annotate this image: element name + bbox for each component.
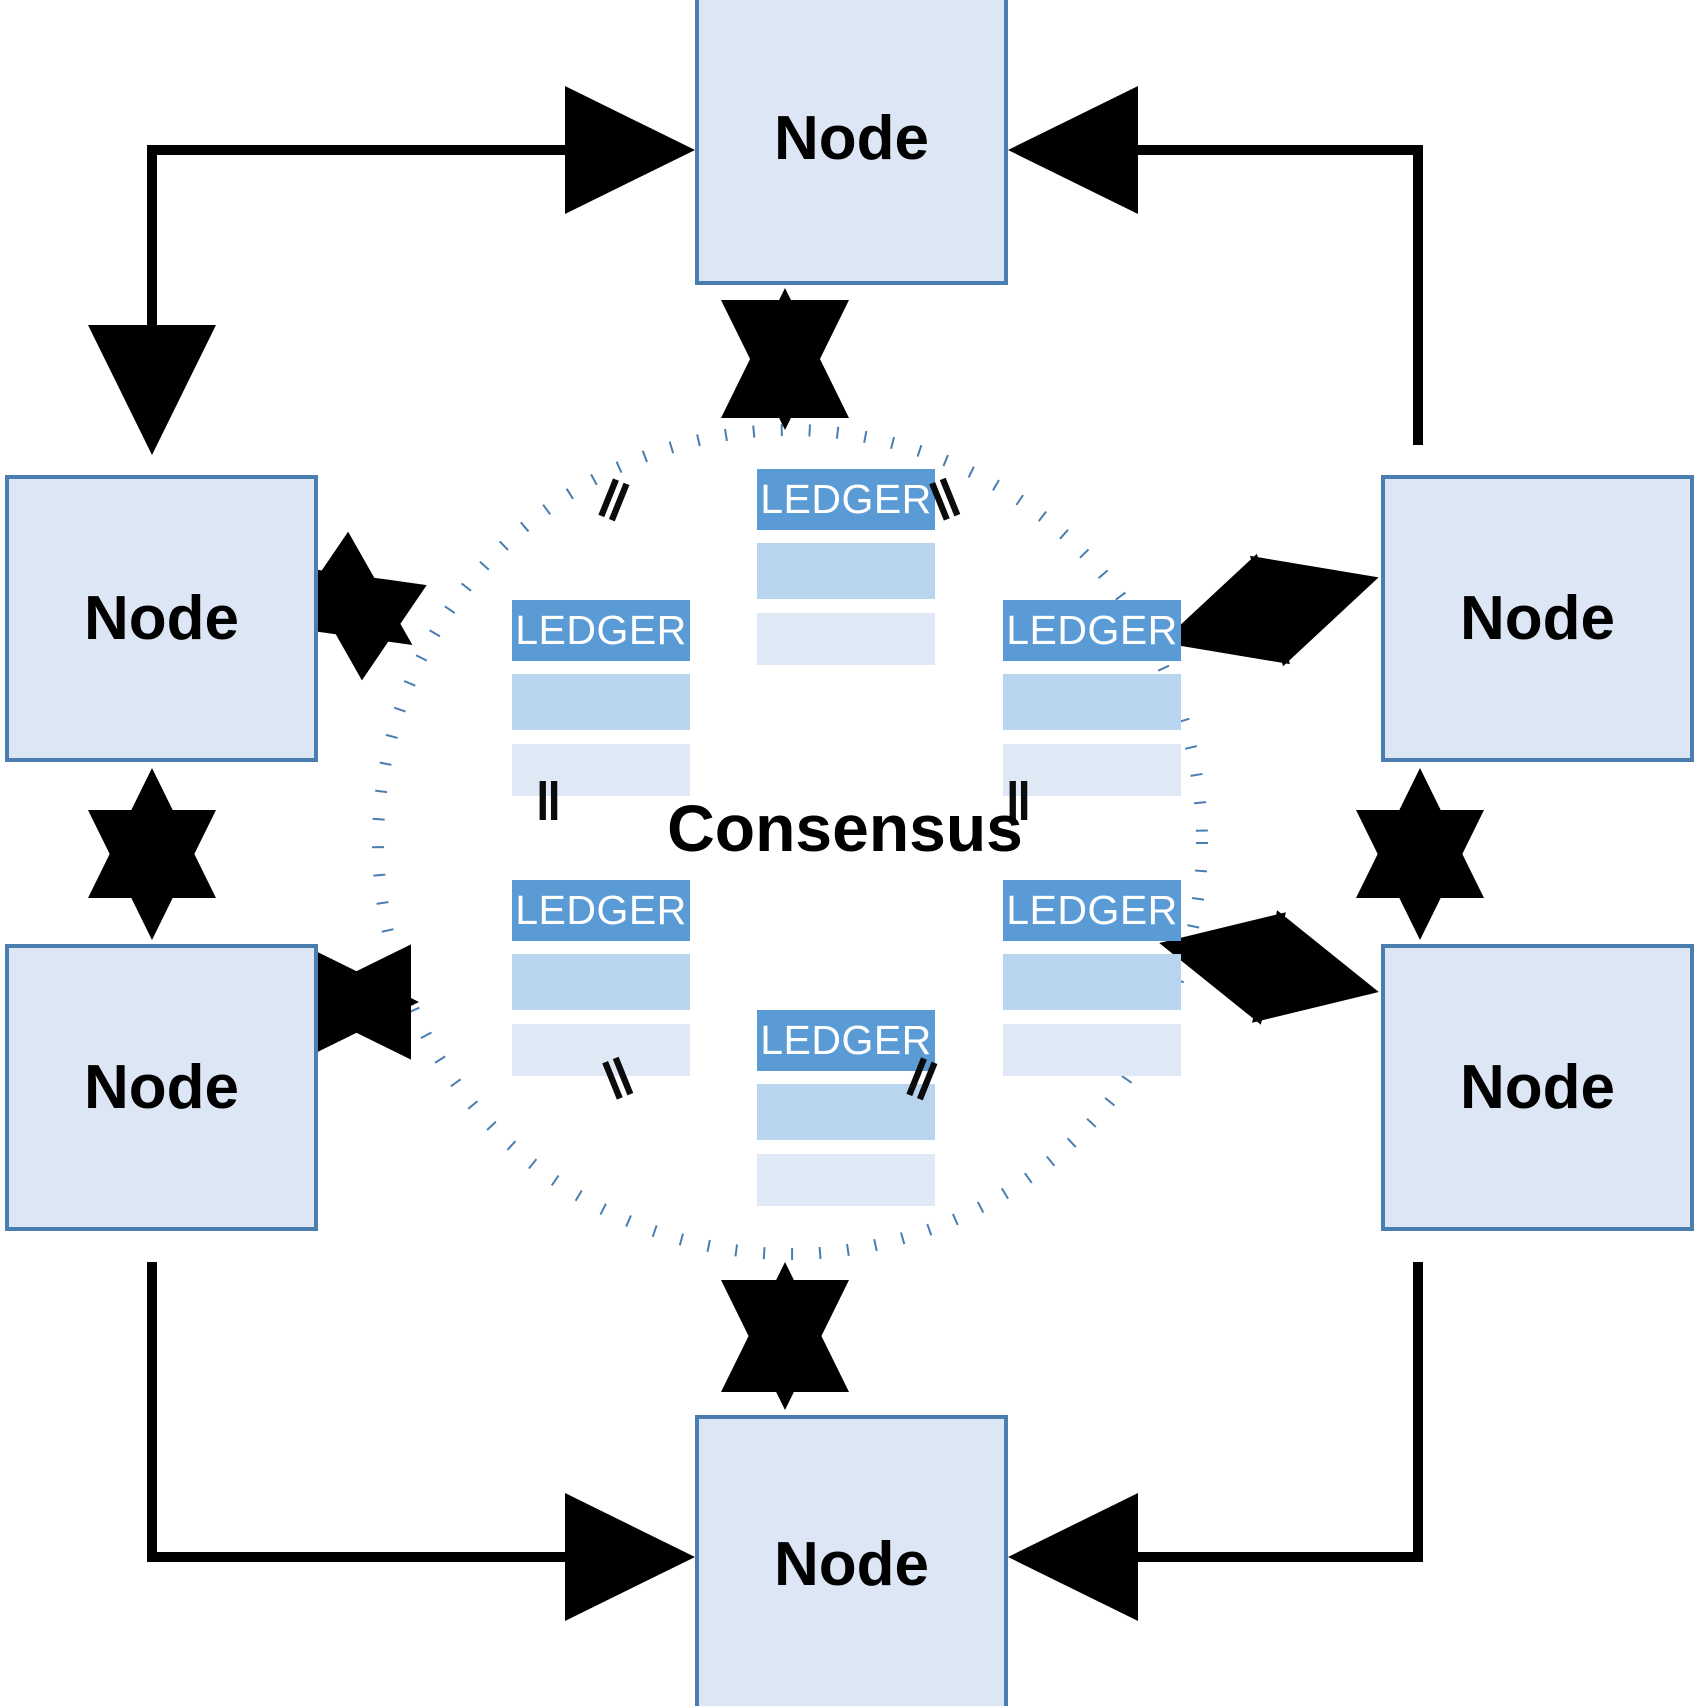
ledger-bottom[interactable]: LEDGER bbox=[757, 1010, 935, 1206]
ledger-row-secondary bbox=[1003, 1024, 1181, 1076]
ledger-row-secondary bbox=[757, 613, 935, 665]
ledger-row-primary bbox=[1003, 954, 1181, 1010]
node-label: Node bbox=[1460, 583, 1615, 653]
ledger-right-upper[interactable]: LEDGER bbox=[1003, 600, 1181, 796]
ledger-header: LEDGER bbox=[1003, 600, 1181, 661]
ledger-left-lower[interactable]: LEDGER bbox=[512, 880, 690, 1076]
edge-left-upper-to-top bbox=[88, 86, 695, 455]
ledger-top[interactable]: LEDGER bbox=[757, 469, 935, 665]
ledger-header: LEDGER bbox=[1003, 880, 1181, 941]
node-bottom[interactable]: Node bbox=[695, 1415, 1008, 1706]
ledger-row-primary bbox=[512, 954, 690, 1010]
edge-left-upper-to-consensus bbox=[283, 531, 427, 681]
ledger-header: LEDGER bbox=[757, 1010, 935, 1071]
node-left-upper[interactable]: Node bbox=[5, 475, 318, 762]
node-label: Node bbox=[774, 103, 929, 173]
edge-right-upper-to-consensus bbox=[1161, 553, 1379, 667]
ledger-header: LEDGER bbox=[512, 600, 690, 661]
ledger-header: LEDGER bbox=[512, 880, 690, 941]
node-label: Node bbox=[84, 583, 239, 653]
ledger-row-primary bbox=[757, 543, 935, 599]
node-right-upper[interactable]: Node bbox=[1381, 475, 1694, 762]
edge-right-lower-to-bottom bbox=[1008, 1262, 1423, 1621]
ledger-row-primary bbox=[512, 674, 690, 730]
consensus-circle bbox=[372, 424, 1208, 1260]
ledger-row-secondary bbox=[757, 1154, 935, 1206]
node-top[interactable]: Node bbox=[695, 0, 1008, 285]
edge-right-lower-to-consensus bbox=[1159, 910, 1379, 1025]
ledger-row-secondary bbox=[1003, 744, 1181, 796]
edge-right-upper-to-top bbox=[1008, 86, 1423, 445]
equals-mark-mid-left: ‖ bbox=[535, 772, 562, 832]
consensus-label: Consensus bbox=[667, 791, 1023, 865]
node-right-lower[interactable]: Node bbox=[1381, 944, 1694, 1231]
node-label: Node bbox=[1460, 1052, 1615, 1122]
equals-mark-mid-right: ‖ bbox=[1005, 772, 1032, 832]
node-left-lower[interactable]: Node bbox=[5, 944, 318, 1231]
ledger-header: LEDGER bbox=[757, 469, 935, 530]
ledger-left-upper[interactable]: LEDGER bbox=[512, 600, 690, 796]
node-label: Node bbox=[84, 1052, 239, 1122]
node-label: Node bbox=[774, 1529, 929, 1599]
ledger-row-secondary bbox=[512, 1024, 690, 1076]
ledger-row-secondary bbox=[512, 744, 690, 796]
ledger-row-primary bbox=[1003, 674, 1181, 730]
ledger-right-lower[interactable]: LEDGER bbox=[1003, 880, 1181, 1076]
ledger-row-primary bbox=[757, 1084, 935, 1140]
edge-left-lower-to-bottom bbox=[147, 1262, 695, 1621]
